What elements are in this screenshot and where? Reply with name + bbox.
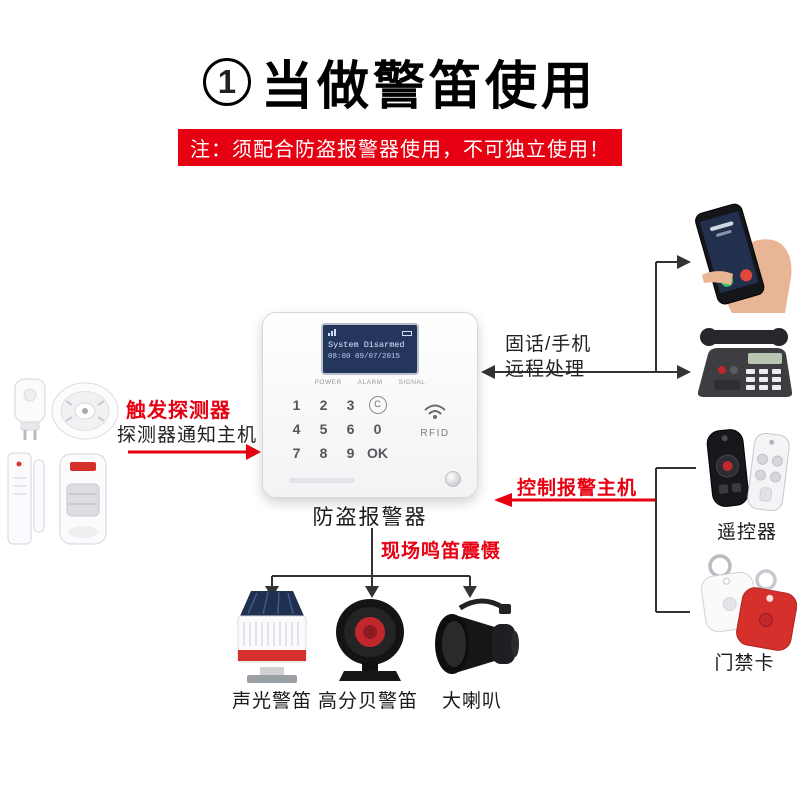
remote-control-label: 遥控器: [716, 522, 777, 543]
rfid-label: RFID: [420, 428, 450, 439]
indicator-signal: SIGNAL: [398, 379, 426, 386]
indicator-alarm: ALARM: [357, 379, 383, 386]
note-row: 注：须配合防盗报警器使用，不可独立使用！: [0, 129, 800, 166]
rfid-zone: RFID: [407, 401, 463, 439]
key-7: 7: [292, 445, 301, 461]
wireless-sensor-image: [8, 374, 52, 447]
lcd-line1: System Disarmed: [328, 340, 405, 350]
key-2: 2: [319, 397, 328, 413]
key-6: 6: [346, 421, 355, 437]
smoke-detector-image: [50, 378, 120, 449]
key-dial: C: [368, 396, 387, 414]
key-0: 0: [373, 421, 382, 437]
panel-label: 防盗报警器: [312, 506, 428, 529]
key-1: 1: [292, 397, 301, 413]
horn-speaker-label: 大喇叭: [441, 691, 502, 712]
keypad: 1 2 3 C 4 5 6 0 7 8 9 OK: [283, 393, 391, 465]
solar-siren-label: 声光警笛: [231, 691, 312, 712]
access-card-label: 门禁卡: [714, 653, 775, 674]
horn-speaker-image: [430, 592, 520, 685]
key-9: 9: [346, 445, 355, 461]
title-text: 当做警笛使用: [260, 58, 597, 116]
key-5: 5: [319, 421, 328, 437]
remote-handling-line2: 远程处理: [505, 359, 586, 380]
pir-motion-sensor-image: [56, 450, 110, 555]
access-card-fobs-image: [692, 550, 798, 665]
speaker-slot: [289, 478, 355, 483]
key-3: 3: [346, 397, 355, 413]
alarm-host-panel: System Disarmed 08:00 09/07/2015 POWER A…: [262, 312, 478, 498]
door-sensor-image: [6, 448, 46, 555]
lcd-status-icons: [328, 328, 412, 336]
page-title: 1 当做警笛使用: [0, 44, 800, 119]
key-4: 4: [292, 421, 301, 437]
lcd-screen: System Disarmed 08:00 09/07/2015: [321, 323, 419, 375]
key-ok: OK: [367, 445, 388, 461]
indicator-power: POWER: [314, 379, 342, 386]
wifi-icon: [424, 404, 446, 419]
key-8: 8: [319, 445, 328, 461]
remote-controls-image: [698, 422, 798, 522]
panel-round-button: [445, 471, 461, 487]
high-decibel-siren-label: 高分贝警笛: [317, 691, 418, 712]
remote-handling-label: 固话/手机 远程处理: [505, 332, 591, 382]
indicator-labels: POWER ALARM SIGNAL: [263, 379, 477, 386]
note-banner: 注：须配合防盗报警器使用，不可独立使用！: [178, 129, 622, 166]
smartphone-in-hand-image: [672, 203, 792, 318]
high-decibel-siren-image: [329, 592, 411, 689]
landline-telephone-image: [692, 322, 797, 407]
lcd-line2: 08:00 09/07/2015: [328, 353, 401, 361]
detector-notify-label: 探测器通知主机: [117, 425, 258, 446]
remote-handling-line1: 固话/手机: [505, 334, 592, 355]
circled-one-badge: 1: [202, 57, 251, 106]
siren-deterrence-label: 现场鸣笛震慑: [381, 541, 502, 562]
solar-strobe-siren-image: [230, 586, 314, 691]
control-host-label: 控制报警主机: [517, 478, 638, 499]
trigger-detector-label: 触发探测器: [126, 400, 231, 422]
